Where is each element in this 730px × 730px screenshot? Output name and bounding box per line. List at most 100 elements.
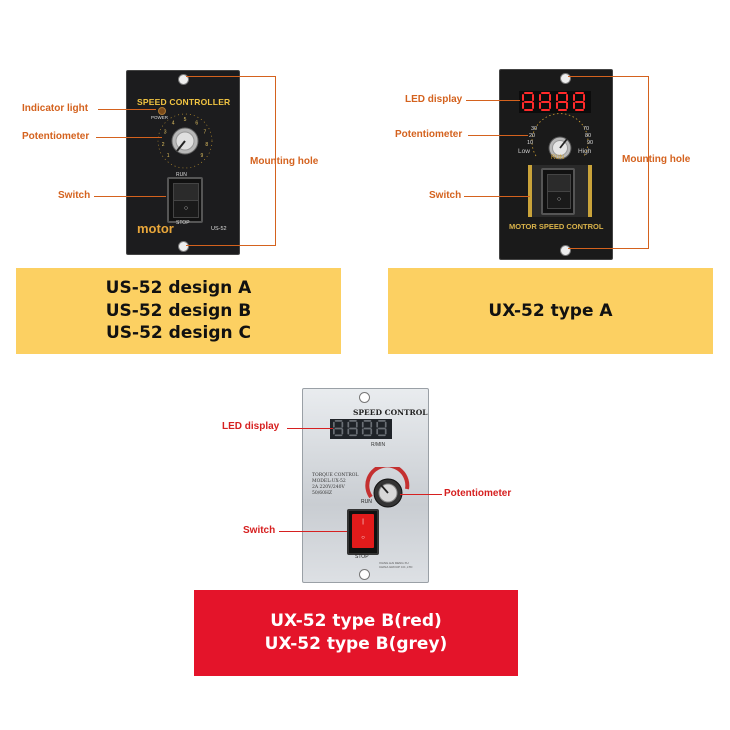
dial-scale-label: 30: [531, 126, 537, 132]
banner-ux52-type-b: UX-52 type B(red) UX-52 type B(grey): [194, 590, 518, 676]
led-digit: [573, 92, 586, 111]
callout-bracket: [186, 245, 276, 246]
led-digit: [361, 420, 373, 437]
callout-potentiometer: Potentiometer: [395, 129, 463, 140]
mounting-hole-top: [178, 74, 189, 85]
spec-block: TORQUE CONTROL MODEL:UX-52 2A 220V/240V …: [312, 473, 358, 497]
banner-ux52-type-a: UX-52 type A: [388, 268, 713, 354]
callout-potentiometer: Potentiometer: [444, 488, 512, 499]
dial-number: 3: [164, 130, 167, 136]
led-digit: [522, 92, 535, 111]
dial-scale-label: 90: [587, 140, 593, 146]
callout-indicator-light: Indicator light: [22, 103, 89, 114]
power-label: POWER: [151, 115, 169, 120]
switch-rocker: | ○: [352, 514, 374, 548]
dial-scale-label: 70: [583, 126, 589, 132]
mounting-hole-bottom: [560, 245, 571, 256]
callout-line: [279, 531, 347, 532]
switch-rocker-bottom: ○: [173, 200, 199, 218]
dial-number: 7: [204, 130, 207, 136]
led-display: [519, 91, 591, 113]
run-label: RUN: [176, 172, 187, 178]
banner-line: US-52 design A: [105, 277, 252, 298]
callout-led-display: LED display: [222, 421, 280, 432]
rocker-switch[interactable]: ○: [167, 177, 203, 223]
callout-line: [468, 135, 528, 136]
led-digits: [522, 92, 590, 116]
rocker-switch[interactable]: | ○: [347, 509, 379, 555]
callout-switch: Switch: [243, 525, 276, 536]
switch-on-mark: |: [362, 519, 364, 525]
panel-bottom-text: MOTOR SPEED CONTROL: [509, 222, 604, 231]
banner-line: UX-52 type B(red): [270, 611, 442, 632]
spec-line: TORQUE CONTROL: [312, 473, 359, 478]
banner-line: US-52 design C: [106, 323, 251, 344]
switch-rocker-top: [173, 183, 199, 201]
callout-bracket: [568, 248, 649, 249]
dial-number: 1: [167, 153, 170, 159]
spec-line: 2A 220V/240V: [312, 485, 345, 490]
callout-line: [400, 494, 442, 495]
run-label: RUN: [551, 155, 564, 161]
stop-label: STOP: [176, 220, 190, 226]
banner-line: UX-52 type B(grey): [264, 634, 448, 654]
callout-switch: Switch: [429, 190, 462, 201]
callout-mounting-hole: Mounting hole: [250, 156, 319, 167]
product-c-panel: SPEED CONTROL R/MIN TORQUE CONTROL MODEL…: [302, 388, 429, 583]
callout-line: [96, 137, 162, 138]
dial-scale-label: 10: [527, 140, 533, 146]
banner-us52: US-52 design A US-52 design B US-52 desi…: [16, 268, 341, 354]
banner-line: UX-52 type A: [488, 300, 613, 321]
dial-scale-label: 80: [585, 133, 591, 139]
panel-title: SPEED CONTROLLER: [137, 97, 231, 107]
mounting-hole-top: [560, 73, 571, 84]
callout-line: [466, 100, 520, 101]
spec-line: MODEL:UX-52: [312, 479, 346, 484]
mounting-hole-bottom: [178, 241, 189, 252]
led-digits: [333, 420, 391, 440]
callout-switch: Switch: [58, 190, 91, 201]
model-label: US-52: [211, 226, 227, 232]
mounting-hole-top: [359, 392, 370, 403]
callout-potentiometer: Potentiometer: [22, 131, 90, 142]
speed-dial[interactable]: [363, 467, 413, 513]
switch-off-mark: ○: [361, 535, 365, 541]
dial-number: 5: [184, 117, 187, 123]
switch-rocker-bottom: ○: [547, 191, 571, 209]
callout-led-display: LED display: [405, 94, 463, 105]
switch-rocker-top: [547, 174, 571, 192]
callout-line: [94, 196, 166, 197]
callout-mounting-hole: Mounting hole: [622, 154, 691, 165]
dial-number: 6: [195, 120, 198, 126]
low-label: Low: [518, 148, 530, 155]
indicator-light: [158, 107, 166, 115]
led-display: [330, 419, 392, 439]
run-label: RUN: [361, 499, 372, 505]
maker-block: XIANG HAI DENG XU CHINA GROUP CO.,LTD: [379, 561, 412, 569]
led-digit: [539, 92, 552, 111]
dial-number: 2: [162, 142, 165, 148]
dial-number: 9: [201, 153, 204, 159]
panel-title: SPEED CONTROL: [353, 408, 428, 417]
callout-bracket: [186, 76, 276, 77]
banner-line: US-52 design B: [105, 300, 252, 321]
callout-line: [98, 109, 156, 110]
spec-line: 50/60HZ: [312, 491, 333, 496]
callout-line: [287, 428, 333, 429]
high-label: High: [578, 148, 592, 155]
stop-label: STOP: [355, 554, 369, 560]
dial-number: 4: [172, 120, 175, 126]
led-digit: [556, 92, 569, 111]
dial-scale-label: 20: [529, 133, 535, 139]
unit-label: R/MIN: [371, 442, 386, 448]
mounting-hole-bottom: [359, 569, 370, 580]
rocker-switch[interactable]: ○: [541, 168, 575, 215]
maker-line: CHINA GROUP CO.,LTD: [379, 565, 413, 569]
maker-line: XIANG HAI DENG XU: [379, 561, 409, 565]
led-digit: [333, 420, 344, 437]
